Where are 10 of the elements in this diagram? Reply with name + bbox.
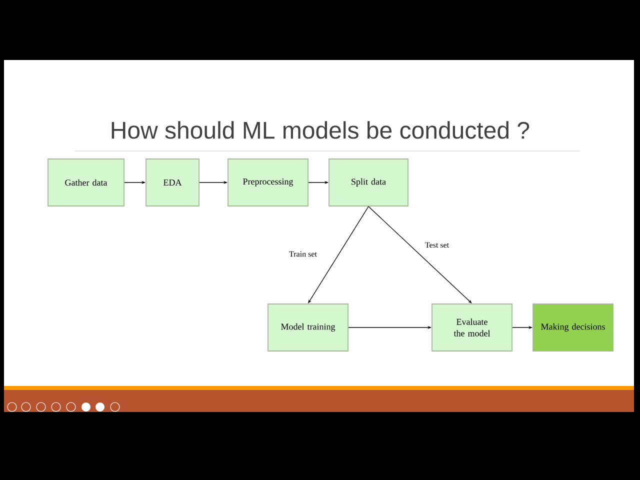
edge-label: Train set [289, 251, 317, 257]
process-box: EDA [146, 158, 200, 206]
slide-title: How should ML models be conducted ? [112, 121, 530, 139]
decision-box: Making decisions [532, 304, 614, 352]
process-box: Gather data [48, 158, 124, 206]
process-box: Evaluate the model [432, 304, 512, 352]
process-box: Preprocessing [228, 158, 308, 206]
edge-label: Test set [425, 242, 450, 248]
process-box: Model training [268, 304, 348, 352]
process-box: Split data [328, 158, 408, 206]
